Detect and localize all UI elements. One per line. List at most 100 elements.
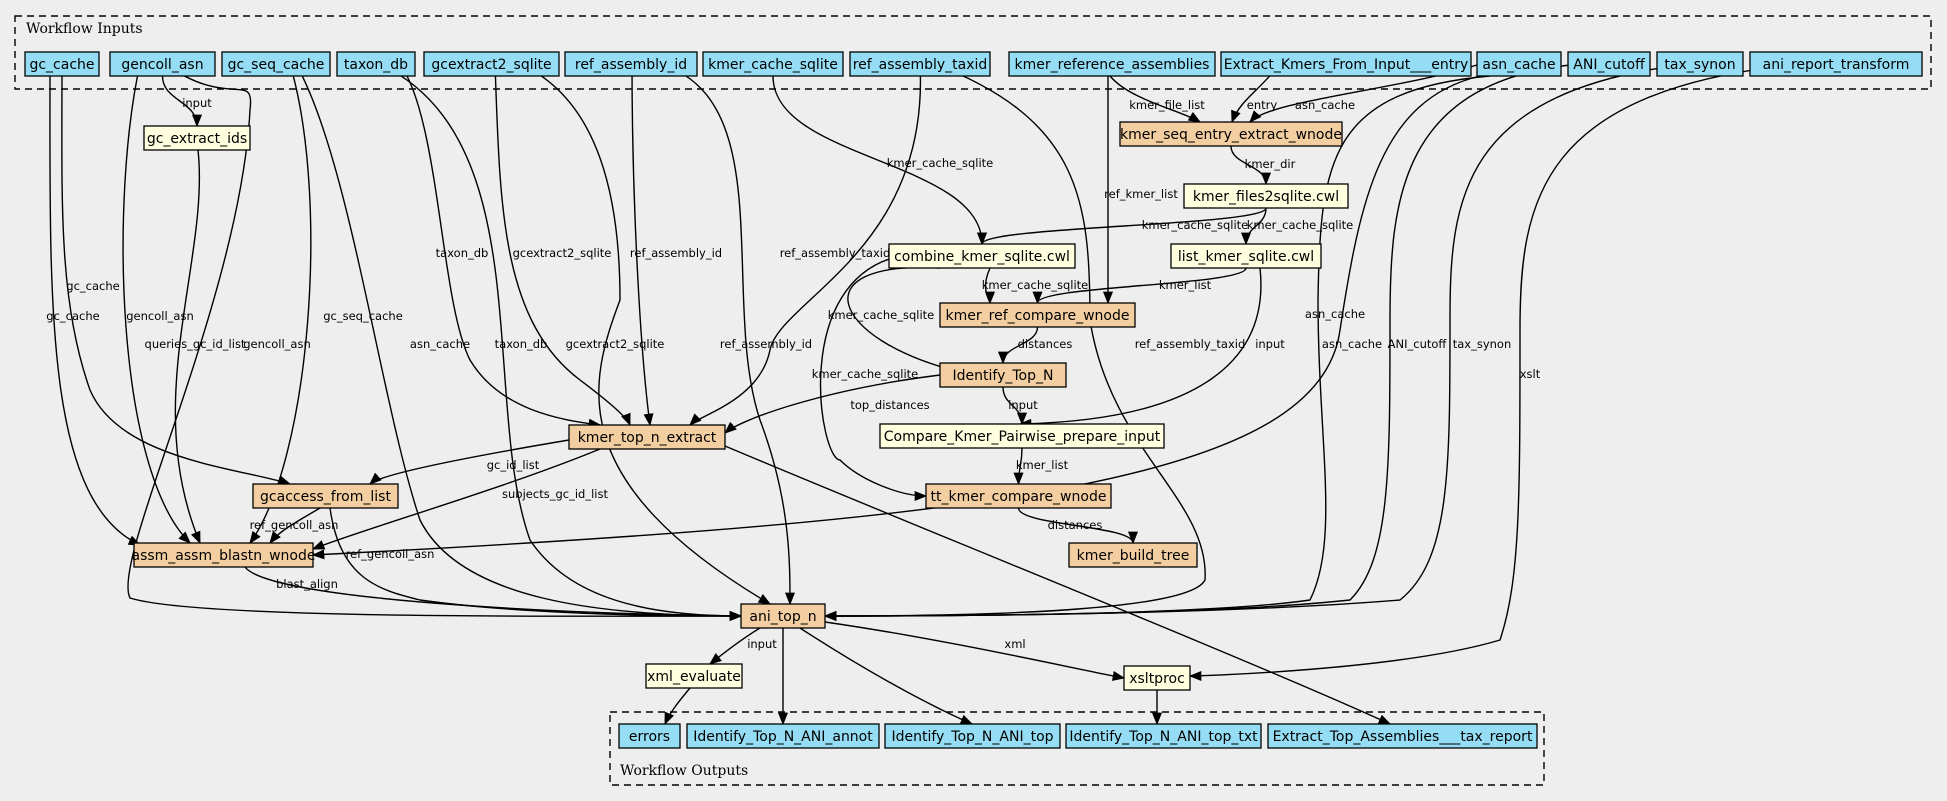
edge-label: ref_assembly_taxid <box>1135 337 1246 351</box>
node-label: Extract_Top_Assemblies___tax_report <box>1273 729 1533 745</box>
node-box <box>1267 723 1538 749</box>
edge-ref_assembly_id-to-kmer_top_n_extract <box>631 63 654 427</box>
node-box <box>939 302 1136 328</box>
node-label: kmer_reference_assemblies <box>1015 57 1210 73</box>
edge-label: kmer_file_list <box>1129 98 1205 112</box>
node-label: xsltproc <box>1129 671 1185 687</box>
node-gcaccess-from-list: gcaccess_from_list <box>252 483 399 509</box>
node-label: xml_evaluate <box>647 669 741 685</box>
edge-path <box>659 63 796 606</box>
edge-path <box>984 267 996 305</box>
edge-label: kmer_list <box>1159 278 1212 292</box>
edge-path <box>664 687 691 726</box>
edge-path <box>122 63 191 544</box>
node-kmer-cache-sqlite: kmer_cache_sqlite <box>702 51 844 77</box>
edge-path <box>174 149 201 545</box>
node-kmer-top-n-extract: kmer_top_n_extract <box>568 424 726 450</box>
edge-path <box>819 255 928 502</box>
edge-path <box>311 75 1481 560</box>
edge-path <box>295 63 743 622</box>
edge-path <box>1018 267 1262 429</box>
node-gc-extract-ids: gc_extract_ids <box>143 125 251 151</box>
node-box <box>1567 51 1651 77</box>
edge-path <box>269 507 321 544</box>
node-box <box>133 542 314 568</box>
inputs-cluster-label: Workflow Inputs <box>26 21 143 37</box>
node-label: assm_assm_blastn_wnode <box>131 548 315 564</box>
node-label: ref_assembly_taxid <box>853 57 988 73</box>
edge-path <box>161 75 203 128</box>
edge-path <box>311 448 601 550</box>
node-compare-kmer-pairwise: Compare_Kmer_Pairwise_prepare_input <box>879 423 1165 449</box>
node-label: combine_kmer_sqlite.cwl <box>894 249 1070 265</box>
node-out-ani-top: Identify_Top_N_ANI_top <box>884 723 1061 749</box>
edge-label: subjects_gc_id_list <box>502 487 608 501</box>
node-label: ref_assembly_id <box>575 57 687 73</box>
edge-kmer_seq_entry_extract_wnode-to-kmer_files2sqlite <box>1230 145 1272 186</box>
node-label: asn_cache <box>1482 57 1555 73</box>
edge-path <box>823 63 1691 622</box>
edge-path <box>49 63 142 546</box>
node-box <box>1220 51 1472 77</box>
node-label: Identify_Top_N_ANI_top_txt <box>1069 729 1258 745</box>
edge-path <box>369 439 570 485</box>
edge-path <box>824 621 1126 681</box>
edge-label: kmer_list <box>1016 458 1069 472</box>
edge-label: kmer_cache_sqlite <box>1247 218 1354 232</box>
edge-label: asn_cache <box>410 337 470 351</box>
edge-path <box>799 627 974 725</box>
edge-label: ref_assembly_taxid <box>780 246 891 260</box>
node-label: Identify_Top_N_ANI_top <box>891 729 1053 745</box>
node-ani-top-n: ani_top_n <box>740 603 826 629</box>
edge-label: ref_assembly_id <box>720 337 812 351</box>
node-ani-report-transform: ani_report_transform <box>1749 51 1923 77</box>
node-label: kmer_cache_sqlite <box>708 57 838 73</box>
edge-path <box>689 63 922 426</box>
node-label: kmer_top_n_extract <box>578 430 717 446</box>
edge-kmer_files2sqlite-to-list_kmer_sqlite <box>1240 207 1267 246</box>
edge-path <box>631 63 654 427</box>
edge-tax_synon-to-ani_top_n <box>823 63 1691 622</box>
edge-combine_kmer_sqlite-to-kmer_ref_compare_wnode <box>984 267 996 305</box>
node-label: Extract_Kmers_From_Input___entry <box>1224 57 1469 73</box>
edge-path <box>772 75 988 246</box>
edge-label: gencoll_asn <box>126 309 194 323</box>
edge-label: ref_gencoll_asn <box>346 547 435 561</box>
node-xsltproc: xsltproc <box>1123 665 1191 691</box>
edge-label: gc_cache <box>66 279 119 293</box>
node-gcextract2-sqlite: gcextract2_sqlite <box>423 51 560 77</box>
node-box <box>1123 665 1191 691</box>
edge-label: input <box>182 96 212 110</box>
edge-path <box>399 63 602 429</box>
node-box <box>939 362 1067 388</box>
node-ref-assembly-taxid: ref_assembly_taxid <box>849 51 991 77</box>
node-tax-synon: tax_synon <box>1656 51 1744 77</box>
edge-kmer_top_n_extract-to-gcaccess_from_list <box>369 439 570 485</box>
node-gencoll-asn: gencoll_asn <box>109 51 216 77</box>
node-box <box>336 51 416 77</box>
node-box <box>740 603 826 629</box>
node-kmer-seq-entry-extract-wnode: kmer_seq_entry_extract_wnode <box>1119 121 1343 147</box>
edge-label: entry <box>1247 98 1278 112</box>
edge-kmer_top_n_extract-to-assm_assm_blastn_wnode <box>311 448 601 550</box>
node-label: tax_synon <box>1664 57 1735 73</box>
node-box <box>1183 183 1349 209</box>
edge-label: gcextract2_sqlite <box>513 246 612 260</box>
edge-path <box>329 507 743 622</box>
node-label: kmer_build_tree <box>1077 548 1190 564</box>
node-kmer-files2sqlite: kmer_files2sqlite.cwl <box>1183 183 1349 209</box>
edge-path <box>1240 207 1267 246</box>
edge-compare_kmer_pairwise-to-tt_kmer_compare_wnode <box>1013 447 1024 486</box>
edge-path <box>997 326 1039 365</box>
edge-path <box>709 627 761 665</box>
outputs-cluster: Workflow Outputs <box>609 711 1545 786</box>
edge-gencoll_asn-to-ani_top_n <box>127 63 743 622</box>
edge-gcextract2_sqlite-to-kmer_top_n_extract <box>494 63 631 427</box>
edge-label: kmer_cache_sqlite <box>812 367 919 381</box>
node-box <box>884 723 1061 749</box>
node-label: Compare_Kmer_Pairwise_prepare_input <box>884 429 1161 445</box>
node-list-kmer-sqlite: list_kmer_sqlite.cwl <box>1170 243 1322 269</box>
edge-path <box>1017 507 1138 545</box>
